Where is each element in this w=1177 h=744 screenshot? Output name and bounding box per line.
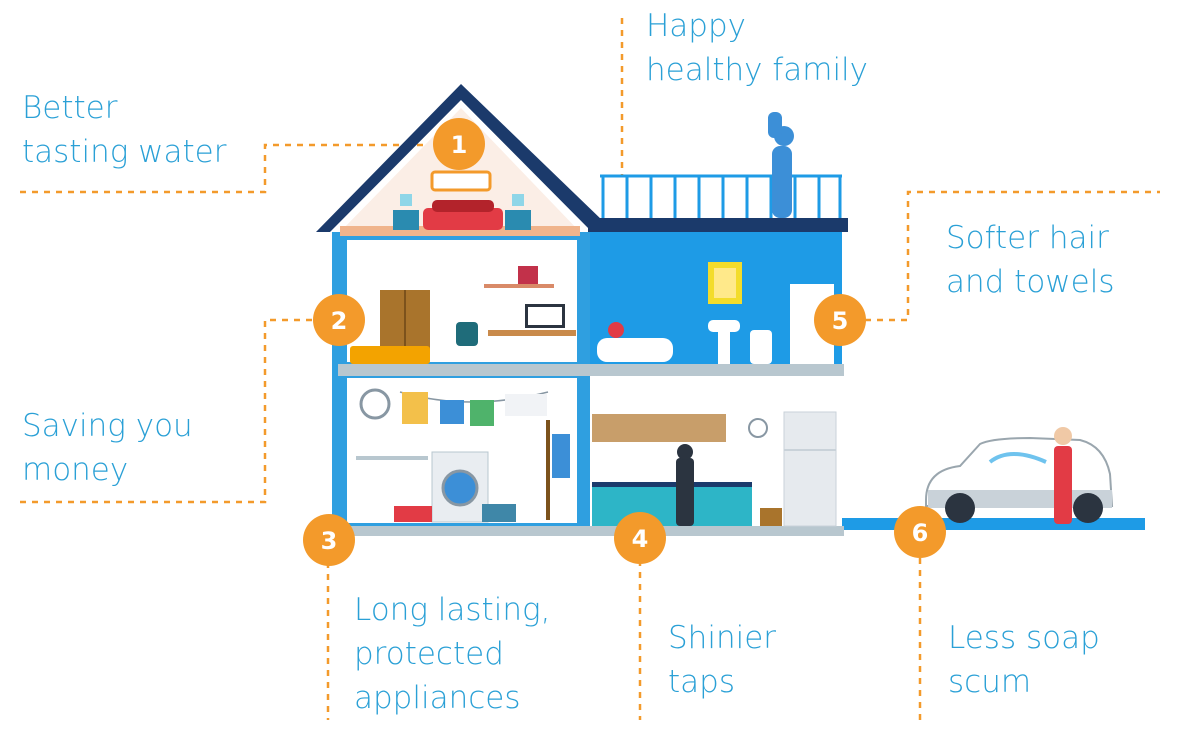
badge-1: 1: [433, 118, 485, 170]
benefit-5-line-1: Softer hair: [946, 220, 1109, 256]
bathtub: [597, 338, 673, 362]
flat-roof: [588, 218, 848, 232]
attic-pillow: [432, 200, 494, 212]
badge-2: 2: [313, 294, 365, 346]
badge-5: 5: [814, 294, 866, 346]
hanging-coat: [552, 434, 570, 478]
wall-shelf: [484, 284, 554, 288]
benefit-3-line-3: appliances: [354, 680, 521, 716]
attic-floor: [340, 226, 580, 236]
benefit-2-label: Saving you money: [22, 404, 193, 492]
office-chair: [456, 322, 478, 346]
kitchen-stool: [760, 508, 782, 526]
benefit-4-line-2: taps: [668, 664, 735, 700]
badge-6: 6: [894, 506, 946, 558]
benefit-1-label: Better tasting water: [22, 86, 227, 174]
header-line-1: Happy: [646, 8, 747, 44]
towel-white: [505, 394, 547, 416]
counter-top: [592, 482, 752, 487]
water-spray: [988, 452, 1047, 464]
badges: 1 2 3 4 5 6: [303, 118, 946, 566]
leader-line-1: [20, 143, 430, 194]
benefit-4-line-1: Shinier: [668, 620, 777, 656]
ground-strip: [840, 518, 1145, 530]
desk: [488, 330, 576, 336]
benefit-6-label: Less soap scum: [948, 616, 1100, 704]
benefit-6-line-1: Less soap: [948, 620, 1100, 656]
car-scene: [925, 427, 1114, 524]
kitchen-counter: [592, 484, 752, 526]
benefit-4-label: Shinier taps: [668, 616, 776, 704]
badge-6-number: 6: [912, 519, 929, 547]
header-line-2: healthy family: [646, 52, 869, 88]
detergent-shelf: [356, 456, 428, 460]
wall-mirror: [359, 388, 391, 420]
floor-slab-2: [338, 526, 844, 536]
bed: [350, 346, 430, 364]
extension: [588, 112, 848, 527]
benefit-5-line-2: and towels: [946, 264, 1115, 300]
lamp-right: [512, 194, 524, 206]
washer-door: [441, 469, 479, 507]
roof-railing: [600, 174, 842, 218]
badge-4: 4: [614, 512, 666, 564]
benefit-1-line-1: Better: [22, 90, 118, 126]
benefit-3-label: Long lasting, protected appliances: [354, 588, 550, 720]
child-figure: [768, 112, 782, 138]
parent-figure: [772, 146, 792, 218]
car-wheel-front: [945, 493, 975, 523]
benefit-5-label: Softer hair and towels: [946, 216, 1115, 304]
sink-basin: [708, 320, 740, 332]
wall-clock: [748, 418, 768, 438]
benefit-3-line-1: Long lasting,: [354, 592, 551, 628]
leader-line-2: [20, 318, 315, 504]
bather-head: [608, 322, 624, 338]
washer-figure: [1054, 446, 1072, 524]
attic-bed: [423, 208, 503, 230]
benefit-2-line-2: money: [22, 452, 129, 488]
upper-cabinets: [592, 414, 726, 442]
floor-slab-1: [338, 364, 844, 376]
sink-pedestal: [718, 330, 730, 364]
header-label: Happy healthy family: [646, 4, 868, 92]
shirt-blue: [440, 400, 464, 424]
refrigerator: [783, 411, 837, 527]
shirt-yellow: [402, 392, 428, 424]
car-wheel-rear: [1073, 493, 1103, 523]
nightstand-right: [505, 210, 531, 230]
leader-lines: [20, 18, 1160, 720]
washer-head: [1054, 427, 1072, 445]
bathroom-mirror-glass: [714, 268, 736, 298]
benefit-2-line-1: Saving you: [22, 408, 193, 444]
books: [518, 266, 538, 284]
monitor-screen: [528, 307, 562, 325]
badge-5-number: 5: [832, 307, 849, 335]
air-conditioner: [430, 170, 492, 192]
laundry-basket: [482, 504, 516, 522]
benefit-1-line-2: tasting water: [22, 134, 227, 170]
toilet: [750, 330, 772, 364]
lamp-left: [400, 194, 412, 206]
benefit-3-line-2: protected: [354, 636, 504, 672]
cook-head: [677, 444, 693, 460]
badge-4-number: 4: [632, 525, 649, 553]
main-house: [316, 84, 844, 536]
badge-1-number: 1: [451, 131, 468, 159]
badge-2-number: 2: [331, 307, 348, 335]
nightstand-left: [393, 210, 419, 230]
cook-figure: [676, 458, 694, 526]
badge-3: 3: [303, 514, 355, 566]
benefit-6-line-2: scum: [948, 664, 1032, 700]
badge-3-number: 3: [321, 527, 338, 555]
towel-stack: [394, 506, 432, 522]
shirt-green: [470, 400, 494, 426]
